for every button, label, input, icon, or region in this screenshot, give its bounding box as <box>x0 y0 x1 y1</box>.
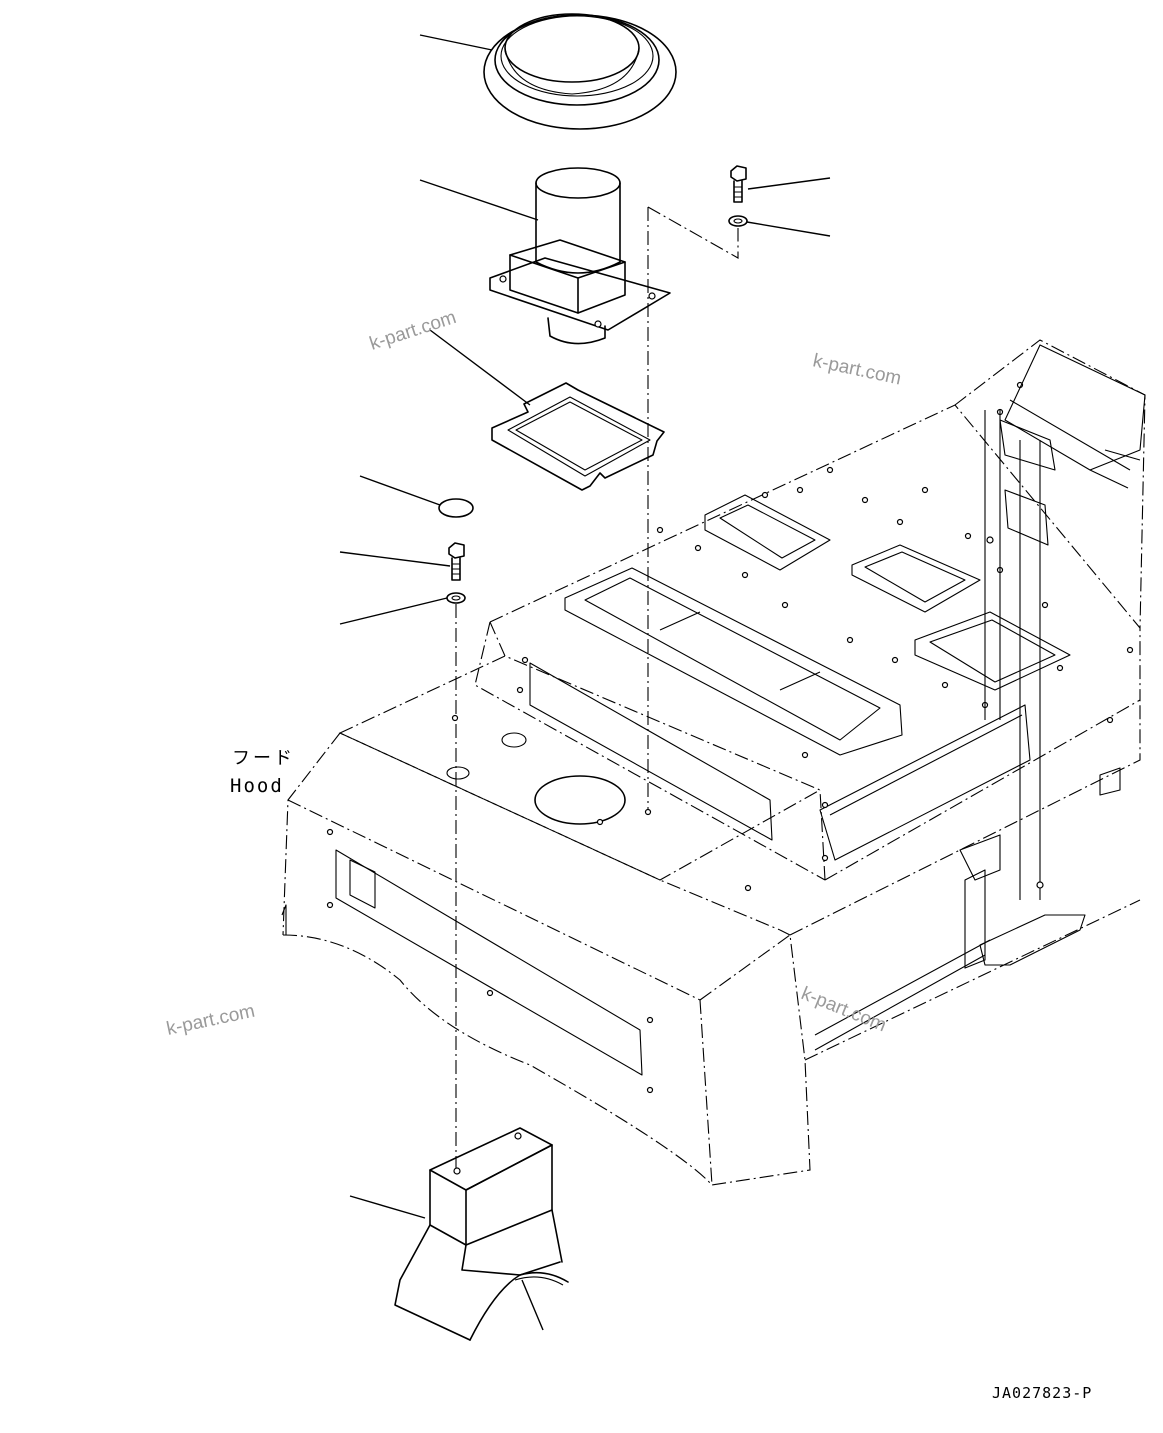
hood-label-jp: フード <box>232 748 295 769</box>
bolt-left <box>448 542 465 581</box>
duct-part <box>394 1127 569 1341</box>
gasket-part <box>491 382 665 491</box>
watermark-2: k-part.com <box>811 350 903 389</box>
hood-part <box>281 339 1146 1186</box>
watermark-4: k-part.com <box>798 983 889 1036</box>
cap-part <box>483 13 677 130</box>
precleaner-part <box>489 167 671 345</box>
drawing-number: JA027823-P <box>992 1384 1092 1402</box>
hood-label-en: Hood <box>230 775 284 797</box>
leader-lines <box>339 34 831 1331</box>
plug-part <box>438 498 474 518</box>
washer-left <box>446 592 466 604</box>
watermark-3: k-part.com <box>165 1001 257 1040</box>
washer-right <box>728 215 748 227</box>
bolt-right <box>730 165 747 203</box>
watermark-1: k-part.com <box>367 307 459 355</box>
